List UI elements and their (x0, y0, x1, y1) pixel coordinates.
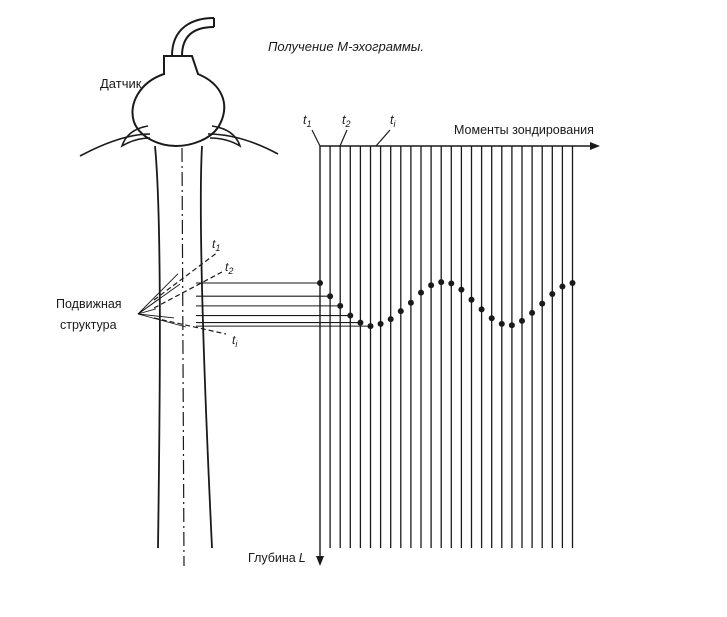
echo-dot (337, 302, 344, 309)
beam-edge-left (154, 145, 161, 549)
diagram-title: Получение М-эхограммы. (268, 39, 424, 54)
sensor-label: Датчик (100, 76, 142, 91)
echo-dot (539, 300, 546, 307)
echo-dot (438, 279, 445, 286)
echo-dot (549, 291, 556, 297)
time-axis-arrow-icon (590, 142, 600, 150)
structure-leader-line (137, 313, 187, 328)
axis-t2-subscript: 2 (344, 119, 350, 129)
echo-dot (377, 320, 384, 327)
structure-t2-symbol: t (225, 260, 229, 274)
structure-ti-symbol: t (232, 333, 236, 347)
echo-trace (317, 279, 576, 330)
echo-dot (569, 280, 576, 286)
structure-leader-line (137, 313, 175, 319)
echo-dot (468, 296, 475, 303)
sensor-head (131, 55, 226, 148)
depth-axis-label: Глубина (248, 551, 296, 565)
echo-dot (387, 316, 394, 323)
echo-dot (418, 289, 424, 296)
svg-text:ti: ti (232, 333, 238, 349)
structure-position-t2 (153, 271, 223, 309)
beam-edge-right (199, 145, 213, 549)
svg-text:t1: t1 (303, 113, 312, 129)
structure-t2-subscript: 2 (227, 266, 233, 276)
echo-dot (357, 319, 364, 326)
echo-dot (488, 315, 495, 322)
structure-leader-line (137, 273, 179, 315)
axis-ti-subscript: i (393, 119, 396, 129)
echo-dot (498, 320, 505, 327)
axis-t2-symbol: t (342, 113, 346, 127)
skin-surface-left (79, 133, 151, 157)
moving-structure-label-line1: Подвижная (56, 297, 122, 311)
axis-t1-subscript: 1 (306, 119, 311, 129)
echo-dot (448, 280, 455, 287)
axis-t2-tick (339, 129, 348, 147)
gel-right (209, 125, 242, 148)
echo-dot (529, 309, 536, 316)
echo-projection-lines (196, 282, 371, 327)
echo-dot (347, 312, 354, 319)
structure-leader-lines (137, 273, 187, 328)
ultrasound-beam (154, 145, 213, 567)
echo-dot (559, 283, 566, 290)
skin-surface-right (207, 133, 279, 155)
echo-dot (478, 306, 485, 313)
moving-structure-label-line2: структура (60, 318, 117, 332)
time-axis-label: Моменты зондирования (454, 123, 594, 137)
structure-ti-subscript: i (235, 339, 238, 349)
axis-t1-symbol: t (303, 113, 307, 127)
echo-dot (428, 282, 435, 289)
depth-axis-symbol: L (299, 551, 306, 565)
structure-positions (153, 251, 227, 335)
echo-dot (397, 308, 404, 315)
svg-text:t2: t2 (342, 113, 351, 129)
structure-t1-symbol: t (212, 237, 216, 251)
svg-text:ti: ti (390, 113, 396, 129)
echo-dot (519, 317, 525, 324)
svg-text:t2: t2 (225, 260, 233, 276)
gel-left (120, 125, 151, 148)
sensor-probe (79, 17, 279, 157)
structure-position-t1 (153, 251, 219, 301)
axis-ti-tick (375, 129, 391, 147)
svg-text:t1: t1 (212, 237, 220, 253)
depth-axis-arrow-icon (316, 556, 324, 566)
echo-dot (327, 293, 334, 300)
echo-dot (508, 322, 515, 329)
structure-leader-line (137, 308, 157, 315)
sensor-cable (171, 17, 215, 57)
axis-ti-symbol: t (390, 113, 394, 127)
structure-t1-subscript: 1 (215, 243, 220, 253)
structure-leader-line (137, 298, 161, 315)
axis-t1-tick (311, 129, 321, 147)
m-mode-sweeps (329, 146, 574, 548)
echo-dot (407, 299, 414, 306)
echo-dot (367, 323, 374, 330)
echo-dot (458, 286, 465, 293)
beam-axis (181, 147, 185, 567)
structure-position-ti (153, 317, 227, 335)
